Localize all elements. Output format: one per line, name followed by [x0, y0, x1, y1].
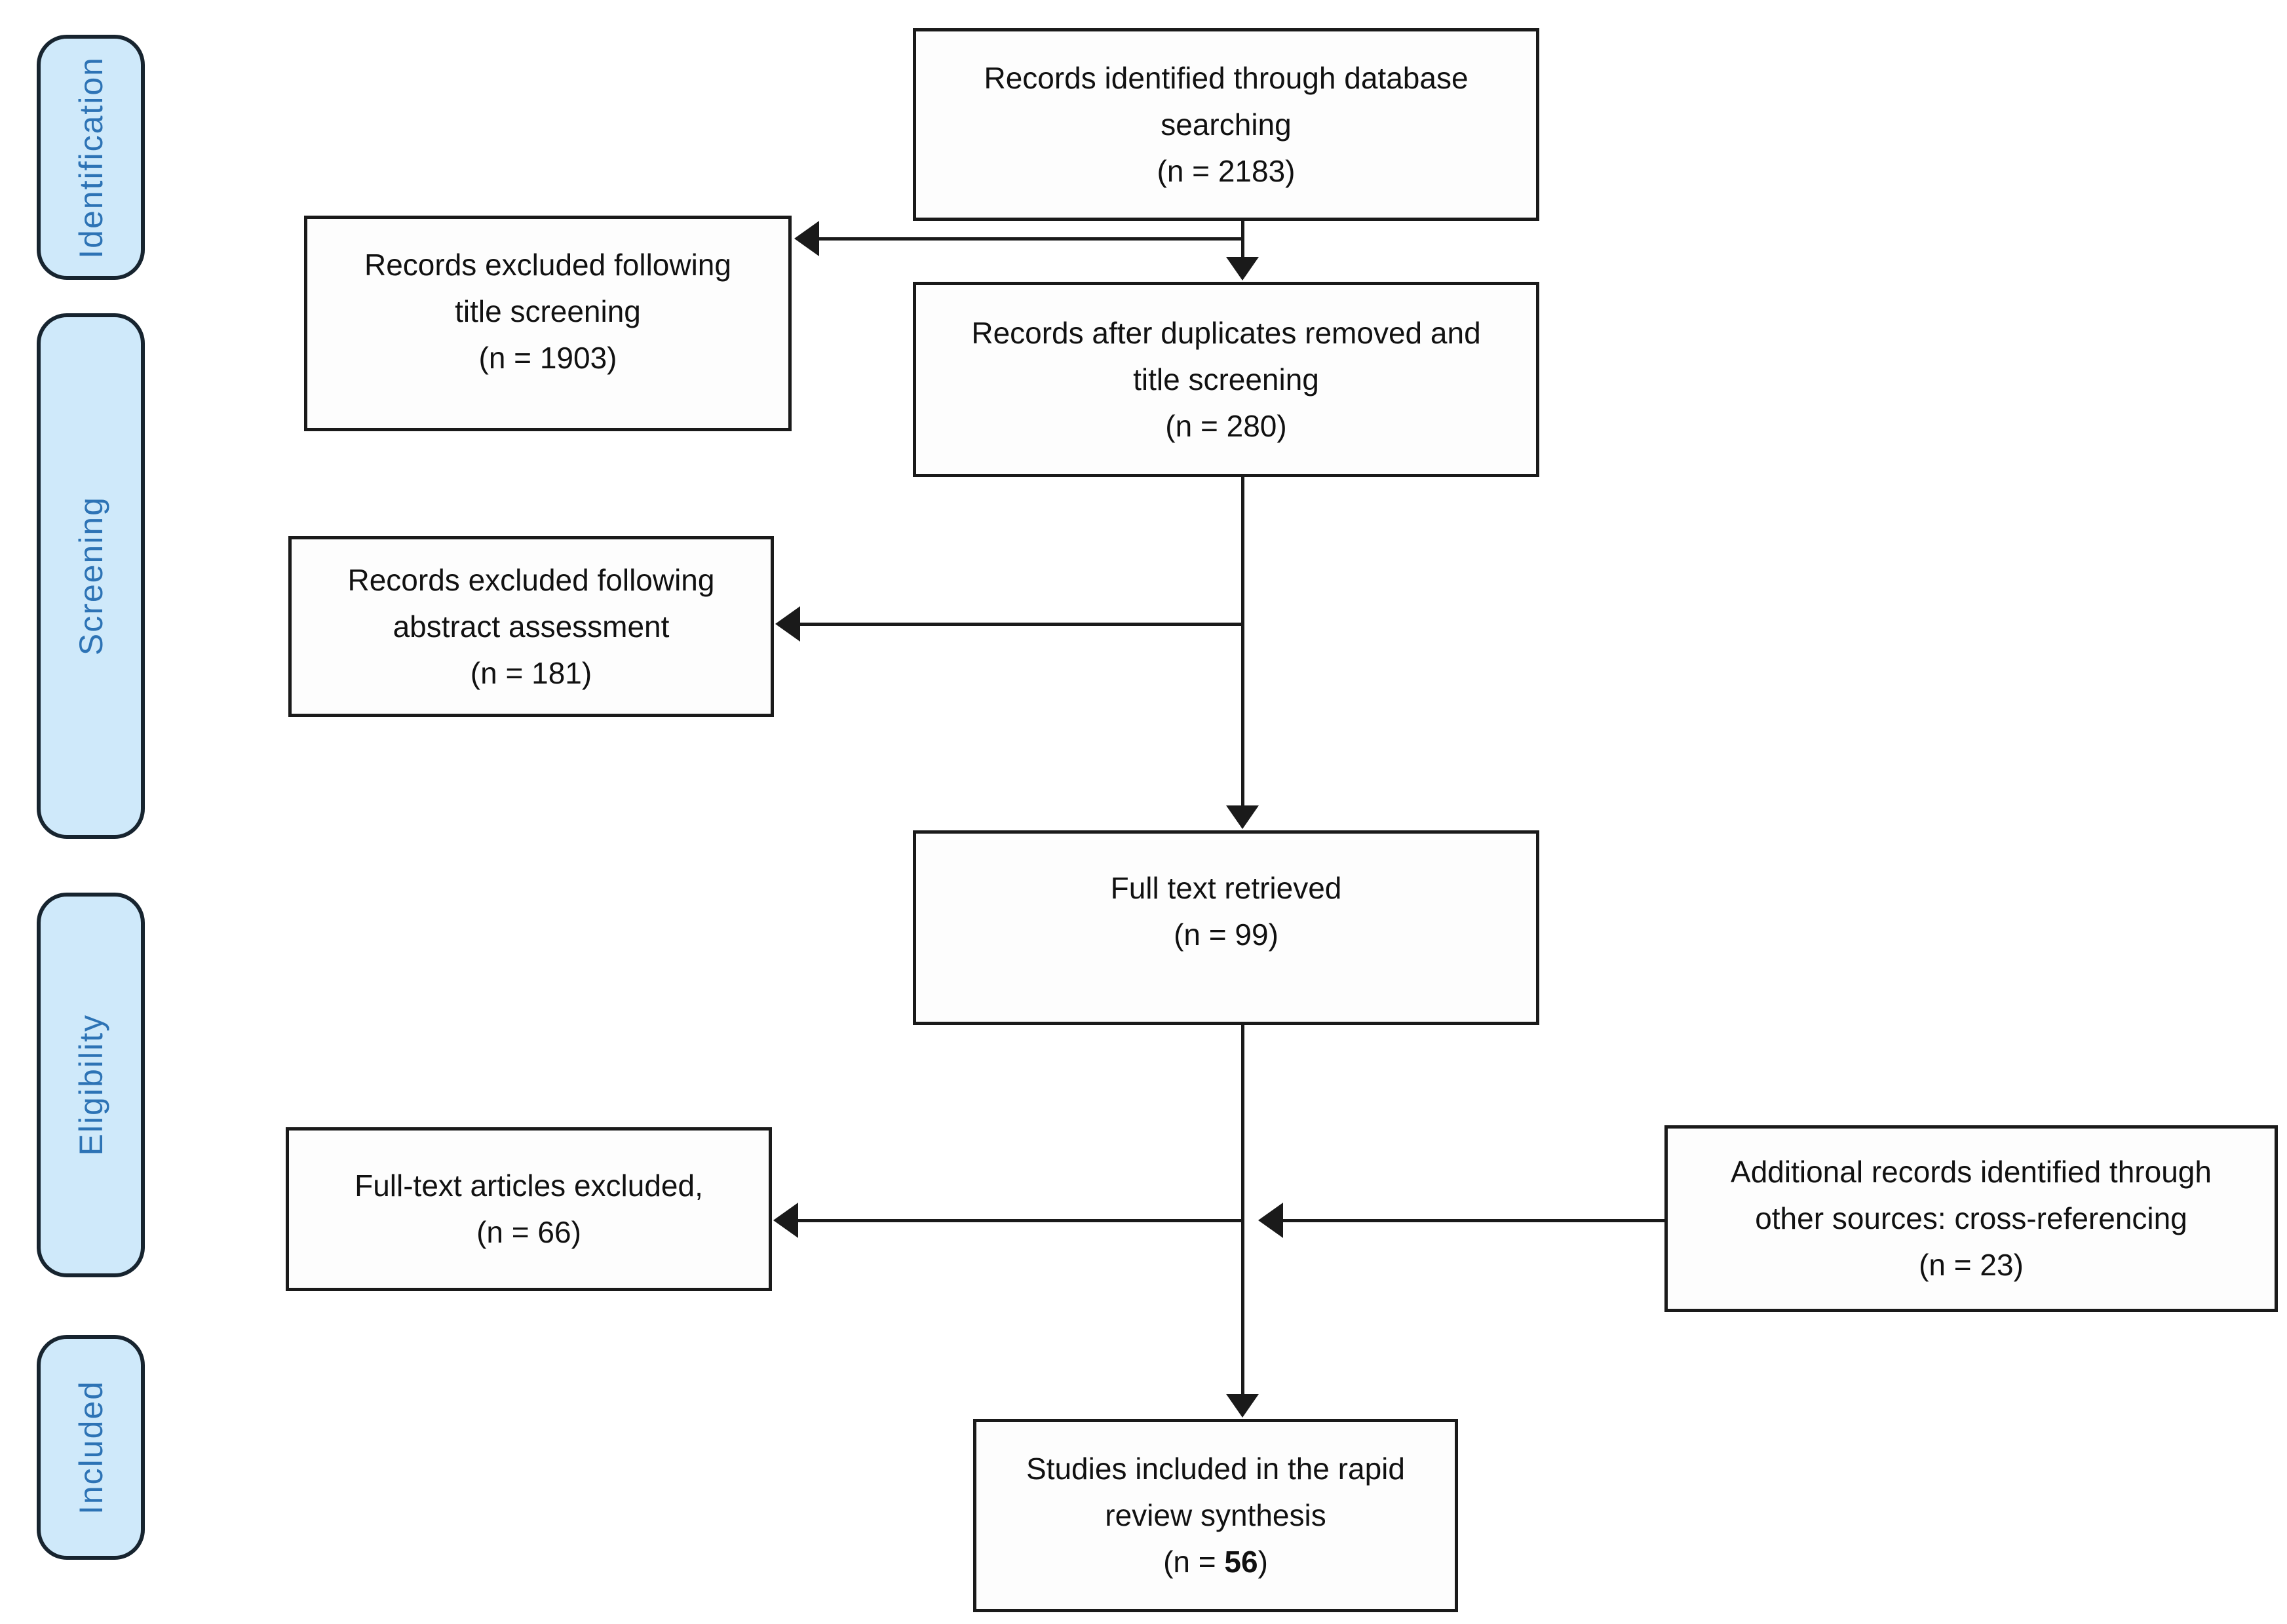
- box-text-line: Records excluded following: [347, 562, 715, 597]
- box-text-line: Additional records identified through: [1731, 1155, 2212, 1189]
- stage-label-screening: Screening: [37, 313, 145, 839]
- box-count: (n = 99): [1174, 918, 1278, 952]
- box-text-line: Full-text articles excluded,: [355, 1169, 703, 1203]
- connector-to-abstract-excluded: [800, 623, 1244, 626]
- box-records-identified: Records identified through database sear…: [913, 28, 1539, 221]
- box-studies-included: Studies included in the rapid review syn…: [973, 1419, 1458, 1612]
- arrowhead-down-icon: [1226, 257, 1259, 280]
- box-text-line: searching: [1161, 107, 1292, 142]
- connector-to-title-excluded: [819, 237, 1244, 241]
- box-text-line: Studies included in the rapid: [1026, 1452, 1405, 1486]
- arrowhead-left-icon: [773, 1203, 798, 1238]
- stage-label-identification: Identification: [37, 35, 145, 280]
- box-full-text-articles-excluded: Full-text articles excluded, (n = 66): [286, 1127, 772, 1291]
- box-text-line: Full text retrieved: [1110, 871, 1342, 905]
- box-text-line: title screening: [1133, 362, 1319, 396]
- arrowhead-left-icon: [775, 606, 800, 642]
- box-count: (n = 181): [470, 655, 592, 690]
- box-count: (n = 2183): [1157, 153, 1296, 188]
- stage-label-included: Included: [37, 1335, 145, 1560]
- box-full-text-retrieved: Full text retrieved (n = 99): [913, 830, 1539, 1025]
- arrowhead-left-icon: [794, 221, 819, 256]
- connector-to-fulltext-excluded: [798, 1219, 1244, 1222]
- box-count: (n = 280): [1165, 408, 1287, 443]
- arrowhead-down-icon: [1226, 1394, 1259, 1418]
- box-count: (n = 66): [476, 1215, 581, 1249]
- stage-label-text: Identification: [72, 56, 109, 259]
- arrowhead-left-icon: [1258, 1203, 1283, 1238]
- count-prefix: (n =: [1163, 1545, 1225, 1579]
- box-text-line: review synthesis: [1105, 1498, 1326, 1532]
- box-additional-records-other-sources: Additional records identified through ot…: [1664, 1125, 2278, 1312]
- box-records-excluded-abstract: Records excluded following abstract asse…: [288, 536, 774, 717]
- box-text-line: other sources: cross-referencing: [1755, 1201, 2187, 1235]
- connector-fulltext-to-included: [1241, 1025, 1244, 1395]
- connector-from-additional-records: [1283, 1219, 1664, 1222]
- box-count: (n = 23): [1919, 1248, 2024, 1282]
- box-count: (n = 56): [1163, 1539, 1268, 1585]
- count-value: 56: [1224, 1545, 1258, 1579]
- box-records-after-duplicates: Records after duplicates removed and tit…: [913, 282, 1539, 477]
- box-text-line: title screening: [455, 294, 641, 328]
- box-text-line: Records identified through database: [984, 60, 1469, 95]
- stage-label-text: Included: [72, 1380, 109, 1515]
- box-text-line: abstract assessment: [393, 609, 670, 644]
- box-text-line: Records after duplicates removed and: [971, 315, 1481, 350]
- box-count: (n = 1903): [478, 341, 617, 375]
- box-records-excluded-title-screening: Records excluded following title screeni…: [304, 216, 792, 431]
- count-suffix: ): [1258, 1545, 1268, 1579]
- stage-label-eligibility: Eligibility: [37, 893, 145, 1277]
- connector-duplicates-to-fulltext: [1241, 477, 1244, 807]
- box-text-line: Records excluded following: [364, 248, 731, 282]
- stage-label-text: Screening: [72, 496, 109, 656]
- arrowhead-down-icon: [1226, 805, 1259, 829]
- stage-label-text: Eligibility: [72, 1014, 109, 1156]
